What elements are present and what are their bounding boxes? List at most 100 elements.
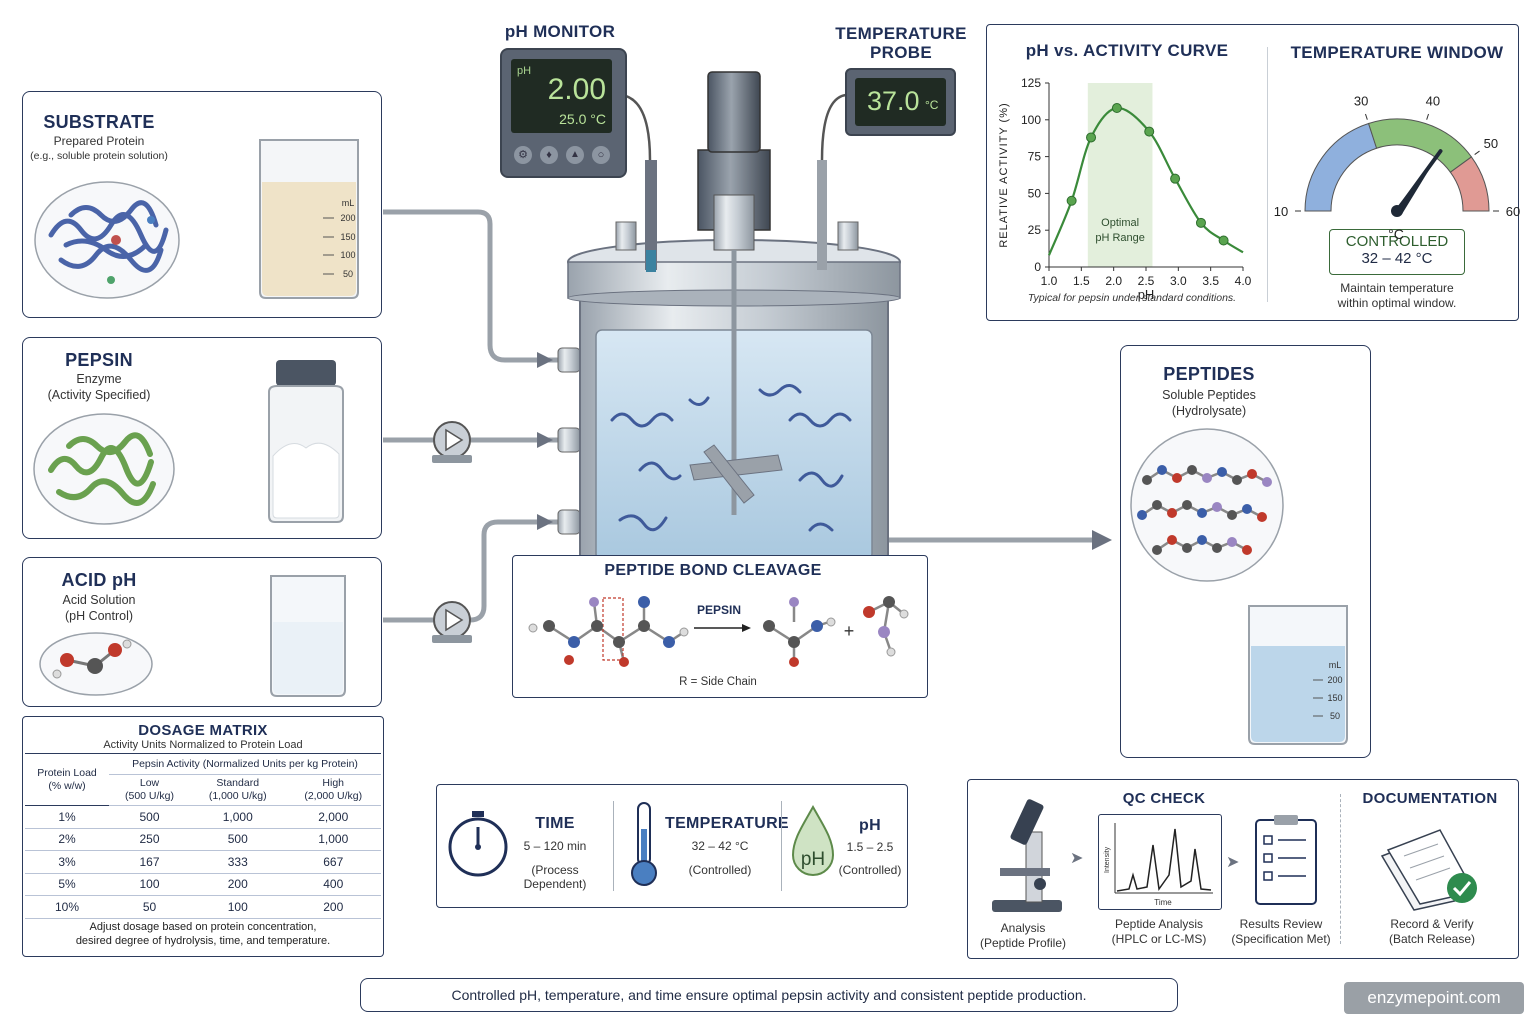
gauge-tick-label: 10	[1274, 204, 1288, 219]
optimal-label: pH Range	[1095, 232, 1145, 244]
beaker-mark: 100	[340, 250, 355, 260]
cell: 667	[285, 850, 381, 873]
gauge-tick-label: 30	[1354, 94, 1368, 109]
beaker-mark: 200	[1327, 675, 1342, 685]
data-point	[1086, 132, 1097, 143]
feed-pipes	[383, 209, 1095, 623]
row-header-line2: (% w/w)	[48, 779, 86, 792]
gauge-needle-line	[1395, 149, 1443, 213]
col-header: Pepsin Activity (Normalized Units per kg…	[109, 753, 381, 775]
x-tick-label: 3.0	[1170, 274, 1187, 288]
gauge-tick-label: 40	[1426, 94, 1440, 109]
param-temp-title: TEMPERATURE	[665, 815, 789, 832]
peptides-line2: (Hydrolysate)	[1171, 404, 1247, 418]
pepsin-title: PEPSIN	[65, 350, 133, 370]
ph-curve-title: pH vs. ACTIVITY CURVE	[1025, 41, 1229, 60]
level-name: High	[322, 777, 345, 789]
acid-beaker-icon	[270, 575, 346, 697]
cell: 100	[190, 895, 286, 918]
gauge-tick-label: 60	[1506, 204, 1520, 219]
ph-curve-caption: Typical for pepsin under standard condit…	[1027, 292, 1237, 304]
cell: 333	[190, 850, 286, 873]
chromatogram-icon: Intensity Time	[1104, 823, 1213, 907]
cell: 3%	[25, 850, 109, 873]
step-line2: (Peptide Profile)	[979, 936, 1067, 950]
temp-badge: CONTROLLED 32 – 42 °C	[1329, 229, 1465, 275]
temp-probe-title-line1: TEMPERATURE	[835, 24, 967, 43]
intensity-label: Intensity	[1104, 846, 1111, 873]
row-header: Protein Load (% w/w)	[25, 753, 109, 806]
chevron-right-icon: ➤	[1070, 850, 1084, 867]
cell: 2,000	[285, 805, 381, 828]
hot-band	[1449, 156, 1490, 212]
optimal-band	[1367, 118, 1473, 173]
step-line1: Peptide Analysis	[1114, 917, 1204, 931]
temp-badge-line1: CONTROLLED	[1345, 233, 1449, 250]
qc-step-label: Peptide Analysis(HPLC or LC-MS)	[1094, 917, 1224, 947]
gauge-unit: °C	[1388, 226, 1404, 242]
settings-icon[interactable]: ⚙	[514, 146, 532, 164]
substrate-line2: (e.g., soluble protein solution)	[30, 150, 168, 162]
cell: 1,000	[190, 805, 286, 828]
ph-button-row: ⚙ ♦ ▲ ○	[512, 144, 612, 166]
documentation-title: DOCUMENTATION	[1362, 790, 1498, 807]
data-point	[1066, 195, 1077, 206]
peptides-line1: Soluble Peptides	[1162, 388, 1256, 402]
y-axis-label: RELATIVE ACTIVITY (%)	[998, 102, 1010, 247]
acid-line1: Acid Solution	[62, 593, 136, 607]
cleavage-panel: PEPTIDE BOND CLEAVAGE PEPSIN + R = Side …	[512, 555, 928, 698]
cell: 2%	[25, 827, 109, 851]
qc-panel: QC CHECK DOCUMENTATION ➤ Intensity Time …	[967, 779, 1519, 959]
panel-divider	[1267, 47, 1268, 302]
qc-divider	[1340, 794, 1341, 944]
level-units: (1,000 U/kg)	[208, 790, 267, 802]
param-ph-value: 1.5 – 2.5	[846, 840, 894, 854]
drop-icon[interactable]: ♦	[540, 146, 558, 164]
dosage-title: DOSAGE MATRIX	[138, 722, 268, 739]
beaker-mark: 200	[340, 213, 355, 223]
beaker-mark: 150	[1327, 693, 1342, 703]
temp-value: 37.0	[867, 86, 920, 116]
cell: 200	[285, 895, 381, 918]
gauge-hub	[1391, 205, 1403, 217]
ph-temp-value: 25.0 °C	[559, 111, 606, 127]
microscope-icon	[992, 799, 1062, 912]
pump-icon	[432, 421, 472, 463]
x-tick-label: 2.5	[1138, 274, 1155, 288]
acid-panel: ACID pH Acid Solution (pH Control)	[22, 557, 382, 707]
up-arrow-icon[interactable]: ▲	[566, 146, 584, 164]
clock-icon	[448, 811, 508, 877]
dosage-note-line2: desired degree of hydrolysis, time, and …	[75, 935, 331, 947]
power-icon[interactable]: ○	[592, 146, 610, 164]
param-temp-value: 32 – 42 °C	[691, 839, 749, 853]
step-line2: (HPLC or LC-MS)	[1111, 932, 1207, 946]
pepsin-line2: (Activity Specified)	[47, 388, 151, 402]
qc-step-label: Record & Verify(Batch Release)	[1362, 917, 1502, 947]
temp-badge-line2: 32 – 42 °C	[1361, 250, 1433, 267]
param-divider	[613, 801, 614, 891]
enzyme-jar-icon	[268, 360, 344, 523]
substrate-panel: SUBSTRATE Prepared Protein (e.g., solubl…	[22, 91, 382, 318]
temp-unit: °C	[925, 98, 939, 112]
outlet-arrow-head	[1092, 530, 1112, 550]
cell: 200	[190, 872, 286, 896]
y-tick-label: 125	[1021, 76, 1041, 90]
temp-note-line2: within optimal window.	[1337, 296, 1457, 310]
dosage-note-line1: Adjust dosage based on protein concentra…	[89, 921, 317, 933]
cleavage-title: PEPTIDE BOND CLEAVAGE	[604, 562, 822, 579]
drop-label: pH	[801, 849, 825, 870]
plus-sign: +	[844, 621, 855, 641]
impeller-icon	[689, 444, 783, 504]
level-high: High(2,000 U/kg)	[285, 775, 381, 806]
cell: 500	[190, 827, 286, 851]
x-tick-label: 4.0	[1235, 274, 1252, 288]
peptides-title: PEPTIDES	[1163, 364, 1255, 384]
level-standard: Standard(1,000 U/kg)	[190, 775, 285, 806]
pump-icon	[432, 601, 472, 643]
acid-molecule-icon	[39, 632, 153, 696]
